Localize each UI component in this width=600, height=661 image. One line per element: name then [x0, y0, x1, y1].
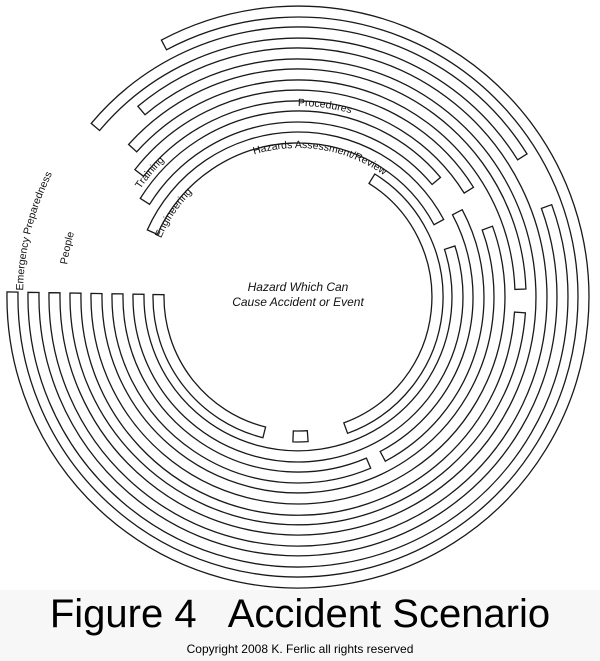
barrier-ring-segment [133, 89, 475, 194]
barrier-ring-segment [48, 47, 548, 547]
barrier-ring-segment [132, 245, 464, 463]
barrier-ring-segment [152, 293, 267, 439]
center-line-1: Hazard Which Can [248, 280, 349, 294]
barrier-ring-segment [90, 26, 528, 161]
label-emergency-preparedness: Emergency Preparedness [14, 170, 55, 291]
barrier-ring-segment [379, 208, 485, 463]
center-line-2: Cause Accident or Event [232, 295, 364, 309]
center-hazard-text: Hazard Which Can Cause Accident or Event [232, 280, 364, 309]
barrier-ring-segment [292, 430, 309, 443]
accident-scenario-diagram: Hazards Assessment/ReviewEngineeringProc… [6, 5, 590, 589]
barrier-ring-segment [111, 293, 372, 484]
copyright-notice: Copyright 2008 K. Ferlic all rights rese… [186, 642, 414, 656]
caption-area: Figure 4 Accident Scenario Copyright 200… [0, 590, 600, 661]
barrier-ring-segment [69, 292, 527, 526]
barrier-ring-segment [139, 110, 442, 206]
barrier-ring-segment [146, 131, 445, 236]
barrier-rings [6, 5, 590, 589]
label-people: People [58, 230, 77, 265]
barrier-ring-segment [6, 5, 590, 589]
label-hazards-assessment: Hazards Assessment/Review [252, 139, 390, 178]
barrier-ring-segment [90, 225, 506, 505]
barrier-ring-segment [342, 173, 444, 435]
figure-title: Figure 4 Accident Scenario [49, 592, 551, 636]
barrier-ring-segment [127, 68, 527, 291]
barrier-ring-segment [27, 203, 569, 568]
